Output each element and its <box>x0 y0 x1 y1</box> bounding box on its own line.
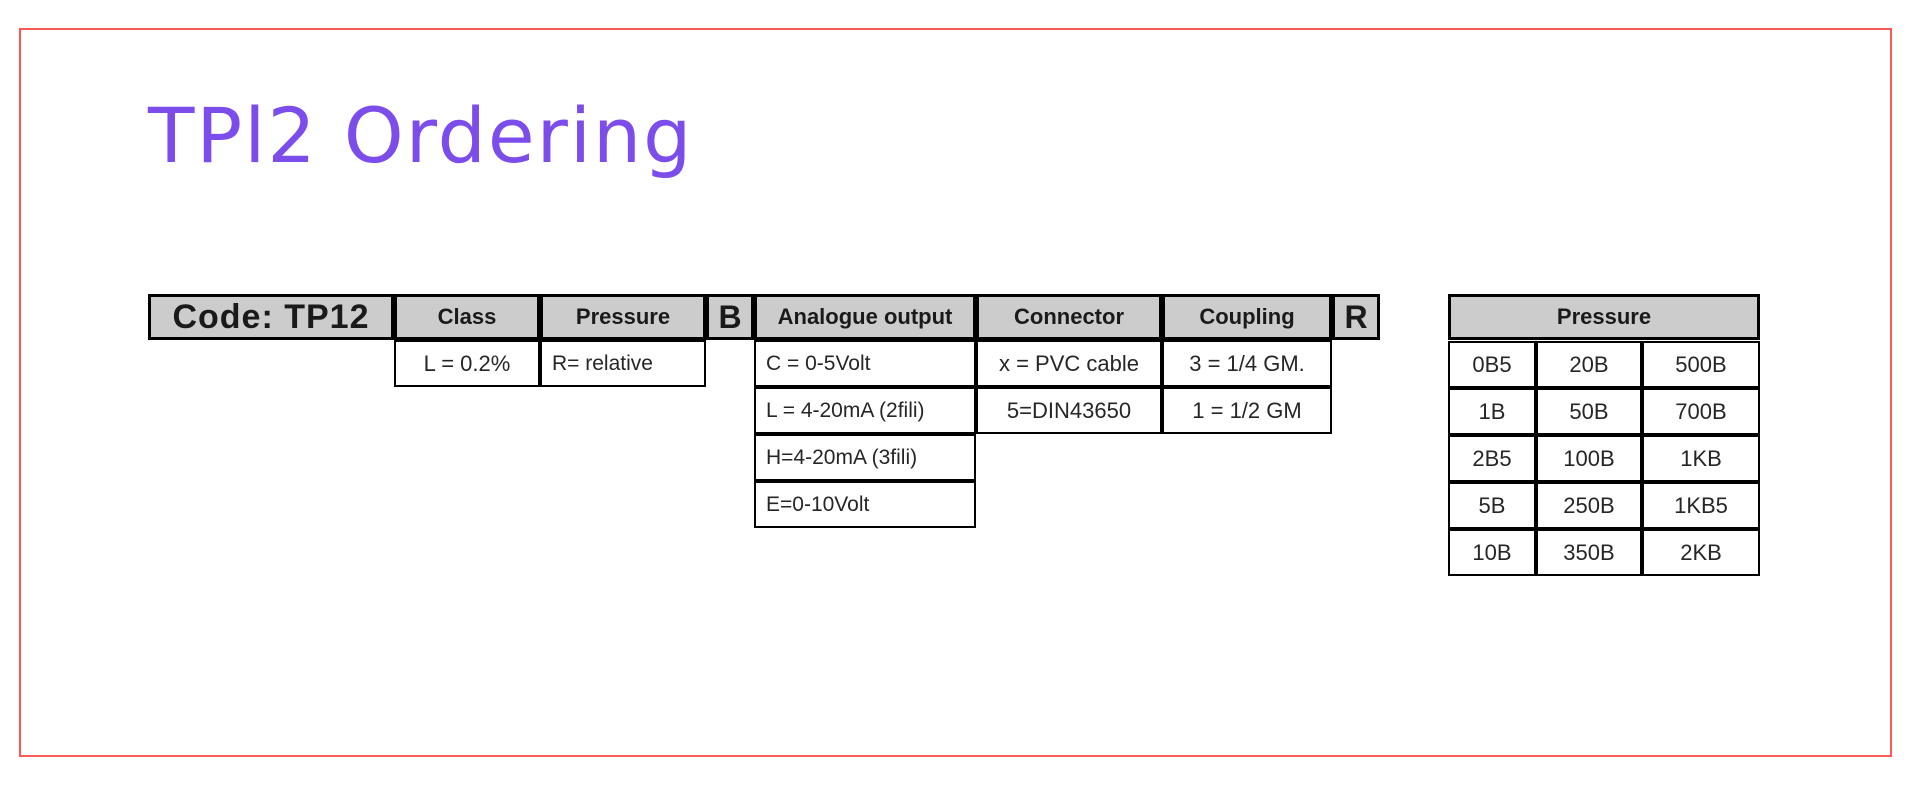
pressure-grid-cell[interactable]: 1KB <box>1642 435 1760 482</box>
analogue-output-option[interactable]: E=0-10Volt <box>754 481 976 528</box>
table-header-coupling: Coupling <box>1162 294 1332 340</box>
pressure-grid-cell[interactable]: 1B <box>1448 388 1536 435</box>
pressure-grid-cell[interactable]: 5B <box>1448 482 1536 529</box>
pressure-grid-cell[interactable]: 50B <box>1536 388 1642 435</box>
pressure-grid-cell[interactable]: 1KB5 <box>1642 482 1760 529</box>
pressure-grid-cell[interactable]: 20B <box>1536 341 1642 388</box>
pressure-grid-cell[interactable]: 100B <box>1536 435 1642 482</box>
pressure-grid-cell[interactable]: 700B <box>1642 388 1760 435</box>
analogue-output-option[interactable]: C = 0-5Volt <box>754 340 976 387</box>
pressure-grid-cell[interactable]: 0B5 <box>1448 341 1536 388</box>
pressure-grid-cell[interactable]: 2KB <box>1642 529 1760 576</box>
analogue-output-option[interactable]: H=4-20mA (3fili) <box>754 434 976 481</box>
page-title: TPl2 Ordering <box>148 91 694 180</box>
pressure-grid-cell[interactable]: 350B <box>1536 529 1642 576</box>
ordering-table: Code: TP12 Class Pressure B Analogue out… <box>148 294 1760 584</box>
table-header-code: Code: TP12 <box>148 294 394 340</box>
coupling-option[interactable]: 3 = 1/4 GM. <box>1162 340 1332 387</box>
pressure-grid-cell[interactable]: 10B <box>1448 529 1536 576</box>
analogue-output-option[interactable]: L = 4-20mA (2fili) <box>754 387 976 434</box>
pressure-grid-cell[interactable]: 2B5 <box>1448 435 1536 482</box>
pressure-grid-cell[interactable]: 500B <box>1642 341 1760 388</box>
table-header-b: B <box>706 294 754 340</box>
table-header-connector: Connector <box>976 294 1162 340</box>
class-option[interactable]: L = 0.2% <box>394 340 540 387</box>
table-header-analogue-output: Analogue output <box>754 294 976 340</box>
table-header-class: Class <box>394 294 540 340</box>
coupling-option[interactable]: 1 = 1/2 GM <box>1162 387 1332 434</box>
connector-option[interactable]: x = PVC cable <box>976 340 1162 387</box>
connector-option[interactable]: 5=DIN43650 <box>976 387 1162 434</box>
pressure-left-option[interactable]: R= relative <box>540 340 706 387</box>
table-header-r: R <box>1332 294 1380 340</box>
table-header-pressure-right: Pressure <box>1448 294 1760 340</box>
table-header-pressure-left: Pressure <box>540 294 706 340</box>
pressure-grid-cell[interactable]: 250B <box>1536 482 1642 529</box>
